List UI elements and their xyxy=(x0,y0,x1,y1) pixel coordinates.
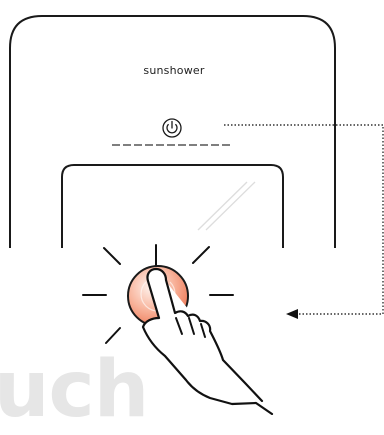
brand-logo-text: sunshower xyxy=(119,64,229,77)
power-icon[interactable] xyxy=(163,119,181,137)
pointing-hand-icon xyxy=(143,269,272,414)
callout-connector xyxy=(224,125,383,319)
device-body-outline xyxy=(10,16,335,248)
glass-reflection xyxy=(198,182,255,230)
footer-headline: uch xyxy=(0,351,148,429)
device-illustration: sunshower uch xyxy=(0,0,384,415)
arrow-left-icon xyxy=(286,309,298,319)
display-window-outline xyxy=(62,165,283,248)
